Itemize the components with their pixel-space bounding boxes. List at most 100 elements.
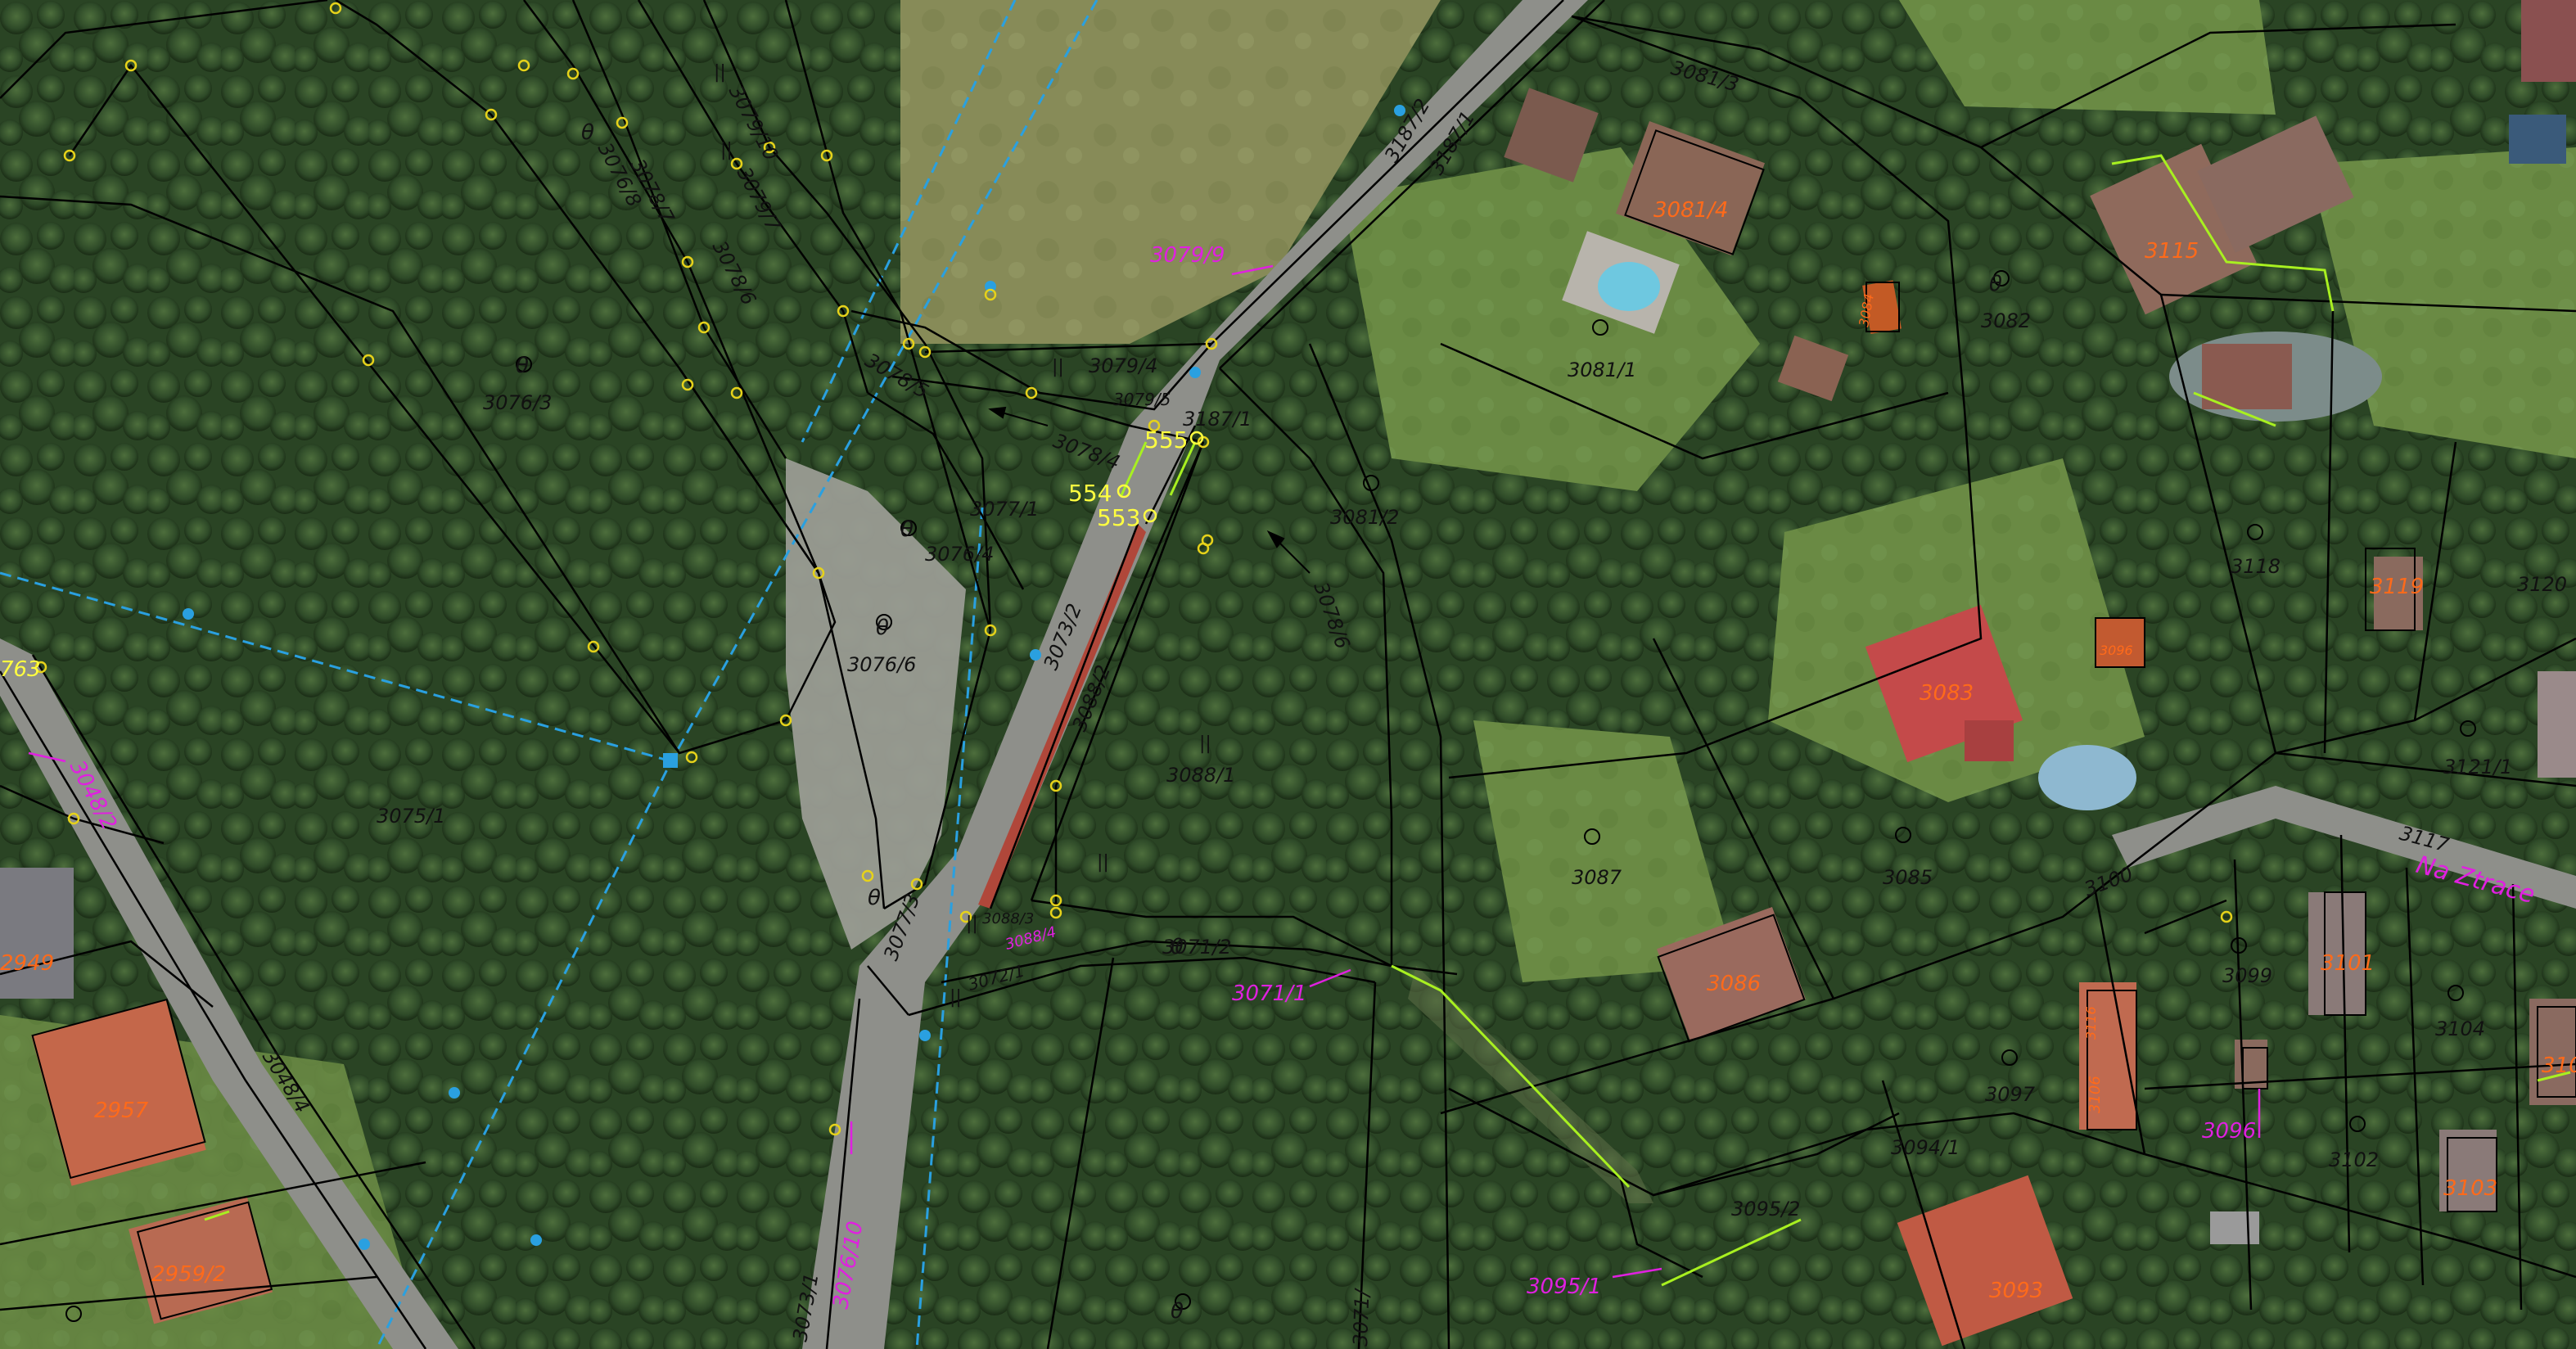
vertex[interactable] [1025,386,1038,399]
parcel-boundary[interactable] [784,0,992,631]
parcel-boundary[interactable] [678,368,820,574]
building-outline[interactable] [2095,617,2145,668]
parcel-boundary[interactable] [908,956,1376,1017]
vertex[interactable] [362,354,375,367]
parcel-boundary[interactable] [1448,15,1983,779]
parcel-boundary[interactable] [989,523,1139,909]
building-outline[interactable] [2447,1137,2497,1212]
vertex[interactable] [124,59,138,72]
parcel-boundary[interactable] [0,784,165,845]
vertex[interactable] [681,378,694,391]
vertex[interactable] [329,2,342,15]
parcel-boundary[interactable] [883,629,992,910]
parcel-boundary[interactable] [2275,751,2576,787]
parcel-boundary[interactable] [817,572,886,909]
parcel-boundary[interactable] [1219,368,1393,966]
parcel-boundary[interactable] [2144,1063,2576,1090]
vertex[interactable] [828,1123,841,1136]
parcel-boundary[interactable] [891,375,1204,444]
parcel-boundary[interactable] [0,195,787,755]
parcel-boundary[interactable] [941,940,1392,984]
parcel-boundary[interactable] [523,0,820,574]
parcel-boundary[interactable] [2405,867,2425,1286]
vertex[interactable] [485,108,498,121]
building-outline[interactable] [31,998,206,1180]
survey-point-554[interactable] [1117,484,1131,499]
vertex[interactable] [779,714,792,727]
parcel-boundary[interactable] [0,670,427,1349]
utility-node[interactable] [183,608,194,620]
vertex[interactable] [837,305,850,318]
parcel-boundary[interactable] [0,940,214,1008]
vertex[interactable] [918,345,932,359]
parcel-boundary[interactable] [1054,441,1205,909]
vertex[interactable] [67,812,80,825]
building-outline[interactable] [2087,990,2137,1130]
vertex[interactable] [1205,337,1218,350]
vertex[interactable] [1049,906,1062,919]
parcel-boundary[interactable] [2144,1153,2576,1279]
parcel-boundary[interactable] [924,342,1212,354]
building-outline[interactable] [1624,129,1765,255]
parcel-boundary[interactable] [0,1161,426,1246]
vertex[interactable] [984,624,997,637]
building-outline[interactable] [136,1201,273,1320]
building-outline[interactable] [2242,1047,2268,1090]
parcel-boundary[interactable] [825,998,861,1349]
vertex[interactable] [1049,894,1062,907]
vertex[interactable] [1148,419,1161,432]
utility-node[interactable] [449,1087,460,1099]
vertex[interactable] [566,67,580,80]
parcel-boundary[interactable] [867,965,909,1016]
parcel-boundary[interactable] [1046,957,1115,1349]
parcel-boundary[interactable] [1144,425,1197,525]
vertex[interactable] [517,59,530,72]
parcel-boundary[interactable] [867,391,1025,590]
parcel-boundary[interactable] [2323,310,2335,754]
parcel-boundary[interactable] [702,0,992,631]
vertex[interactable] [902,337,915,350]
vertex[interactable] [730,386,743,399]
parcel-boundary[interactable] [0,0,328,99]
vertex[interactable] [1201,534,1214,547]
vertex[interactable] [63,149,76,162]
vertex[interactable] [984,288,997,301]
vertex[interactable] [959,910,972,923]
vertex[interactable] [2220,910,2233,923]
parcel-boundary[interactable] [1357,981,1377,1349]
parcel-boundary[interactable] [2339,834,2351,1253]
parcel-boundary[interactable] [571,0,787,459]
parcel-boundary[interactable] [2160,293,2576,313]
vertex[interactable] [812,566,825,580]
building-outline[interactable] [1865,282,1900,332]
vertex[interactable] [820,149,833,162]
parcel-boundary[interactable] [31,654,476,1349]
vertex[interactable] [685,751,698,764]
parcel-boundary[interactable] [1653,1112,2145,1197]
parcel-boundary[interactable] [1031,899,1458,976]
vertex[interactable] [1049,779,1062,792]
utility-node[interactable] [985,281,996,292]
vertex[interactable] [763,141,776,154]
parcel-boundary[interactable] [1980,23,2456,149]
utility-node[interactable] [663,753,678,768]
vertex[interactable] [730,157,743,170]
vertex[interactable] [34,661,47,674]
parcel-boundary[interactable] [1448,1087,1900,1197]
vertex[interactable] [861,869,874,882]
parcel-boundary[interactable] [1211,0,1564,345]
parcel-boundary[interactable] [2511,883,2523,1311]
utility-node[interactable] [359,1238,370,1250]
vertex[interactable] [697,321,711,334]
utility-node[interactable] [1030,649,1041,661]
utility-node[interactable] [530,1234,542,1246]
parcel-boundary[interactable] [1308,343,1450,1349]
parcel-boundary[interactable] [2413,441,2457,721]
survey-point-555[interactable] [1189,431,1204,445]
vertex[interactable] [910,878,923,891]
parcel-boundary[interactable] [68,63,680,754]
utility-node[interactable] [1189,367,1201,378]
survey-point-553[interactable] [1143,508,1157,523]
building-outline[interactable] [2324,891,2366,1016]
